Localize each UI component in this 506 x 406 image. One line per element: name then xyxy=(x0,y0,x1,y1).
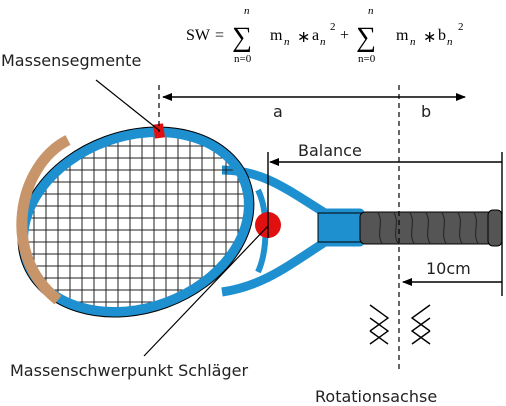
term1-a-sub: n xyxy=(320,36,326,48)
tennis-racket xyxy=(9,120,503,330)
label-10cm: 10cm xyxy=(426,259,471,278)
formula-equals: = xyxy=(215,27,224,44)
term1-a-sup: 2 xyxy=(330,21,336,33)
term1-times: ∗ xyxy=(297,29,310,46)
racket-shaft xyxy=(317,212,367,243)
term2-b-sub: n xyxy=(447,36,453,48)
sum2-lower: n=0 xyxy=(358,53,376,65)
sum1-lower: n=0 xyxy=(234,53,252,65)
grip-wrap-line xyxy=(457,212,463,244)
axis-bearing-hatch xyxy=(369,304,431,345)
label-rotationsachse: Rotationsachse xyxy=(315,387,437,406)
sum2-symbol: ∑ xyxy=(356,22,376,53)
sum2-upper: n xyxy=(368,5,374,17)
grip-wrap-line xyxy=(393,212,399,244)
label-massensegmente: Massensegmente xyxy=(1,51,141,70)
racket-grip xyxy=(359,211,501,245)
term2-m-sub: n xyxy=(410,36,416,48)
grip-wrap-line xyxy=(473,212,479,244)
sum1-upper: n xyxy=(244,5,250,17)
label-b: b xyxy=(421,102,431,121)
grip-wraps xyxy=(377,212,479,244)
label-schwerpunkt: Massenschwerpunkt Schläger xyxy=(10,361,248,380)
leader-schwerpunkt xyxy=(143,225,269,357)
grip-wrap-line xyxy=(425,212,431,244)
grip-butt-cap xyxy=(487,209,503,247)
hatch-right xyxy=(410,304,431,345)
term2-b: b xyxy=(438,27,446,44)
term2-b-sup: 2 xyxy=(458,21,464,33)
sum1-symbol: ∑ xyxy=(232,22,252,53)
sweetspot-formula: SW = n ∑ n=0 m n ∗ a n 2 + n ∑ n=0 m n ∗… xyxy=(186,5,464,65)
formula-plus: + xyxy=(340,27,349,44)
diagram-labels: Massensegmente a b Balance 10cm Massensc… xyxy=(1,51,471,406)
term1-m-sub: n xyxy=(284,36,290,48)
measurement-lines xyxy=(95,79,503,370)
term1-a: a xyxy=(312,27,319,44)
label-balance: Balance xyxy=(298,141,362,160)
racket-frame xyxy=(18,126,254,318)
grip-wrap-line xyxy=(409,212,415,244)
racket-frame-outline xyxy=(17,126,255,318)
term1-m: m xyxy=(270,27,283,44)
grip-wrap-line xyxy=(377,212,383,244)
term2-times: ∗ xyxy=(423,29,436,46)
bumper-guard xyxy=(16,135,71,305)
leader-massensegmente xyxy=(95,79,161,132)
label-a: a xyxy=(273,102,283,121)
term2-m: m xyxy=(396,27,409,44)
hatch-left xyxy=(369,304,390,345)
grip-wrap-line xyxy=(441,212,447,244)
formula-lhs: SW xyxy=(186,27,211,44)
